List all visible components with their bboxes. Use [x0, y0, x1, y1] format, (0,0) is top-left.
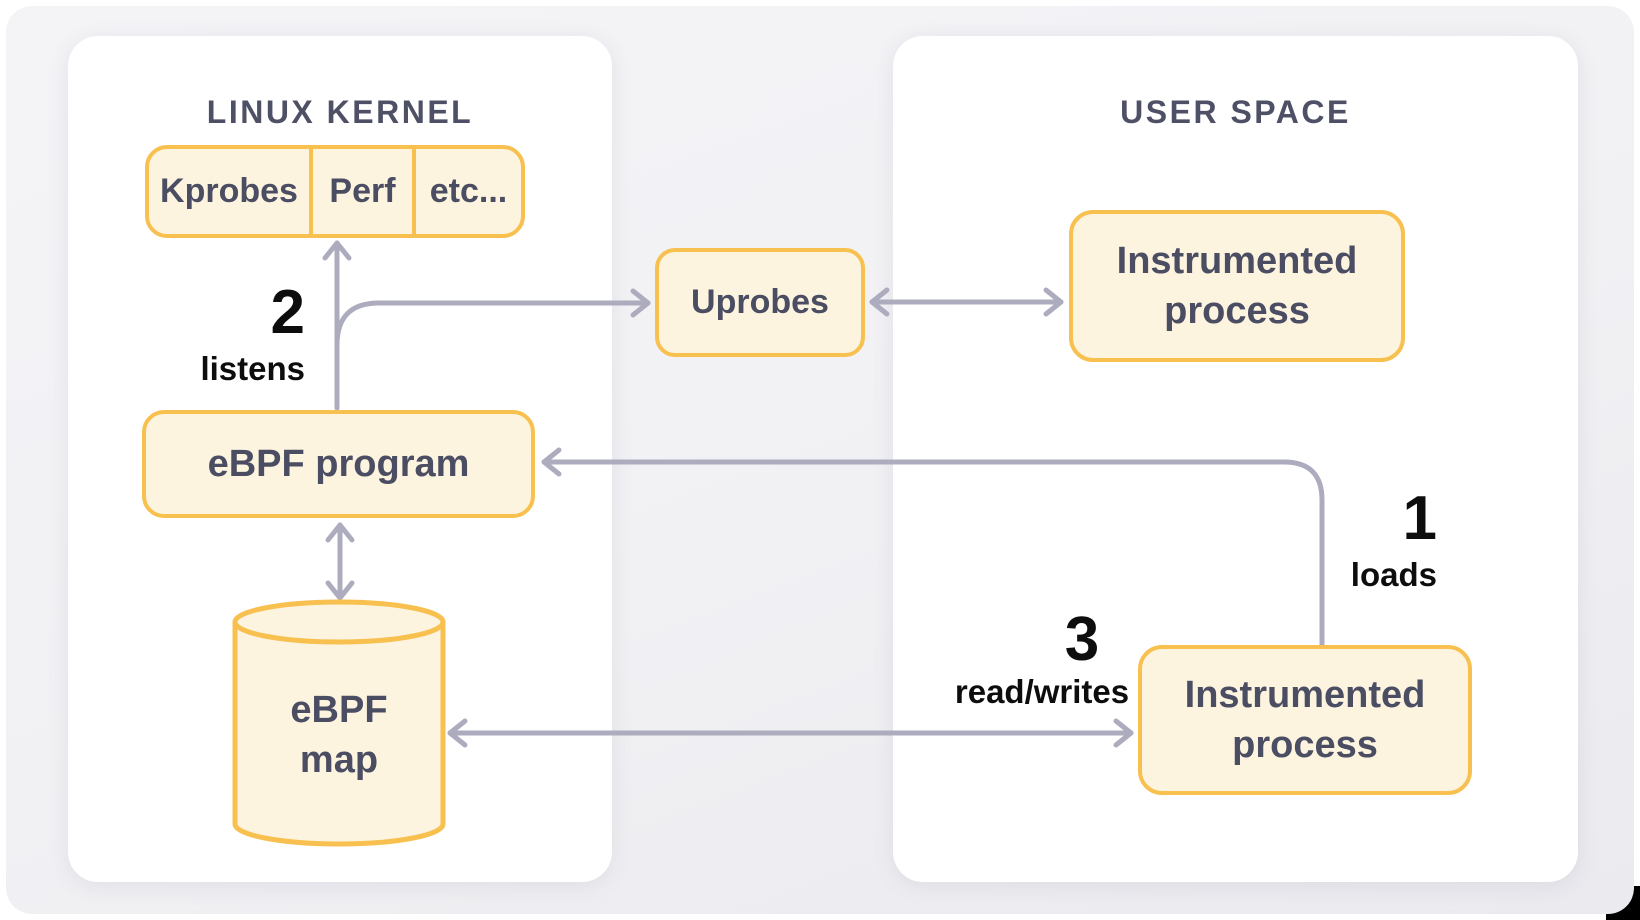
perf-cell: Perf	[309, 149, 412, 234]
step-3-text: read/writes	[954, 673, 1130, 710]
step-3-number: 3	[1064, 605, 1100, 674]
ebpf-map-label-line2: map	[299, 739, 379, 781]
etc-cell: etc...	[412, 149, 521, 234]
step-2-label: 2 listens	[200, 282, 305, 388]
linux-kernel-title: LINUX KERNEL	[206, 94, 474, 130]
instrumented-process-top-box: Instrumented process	[1069, 210, 1405, 362]
kprobes-cell: Kprobes	[160, 172, 298, 210]
step-2-text: listens	[200, 350, 305, 387]
step-1-text: loads	[1350, 556, 1437, 593]
step-2-number: 2	[270, 278, 305, 347]
ebpf-program-box: eBPF program	[142, 410, 535, 518]
uprobes-box: Uprobes	[655, 248, 865, 357]
user-space-title: USER SPACE	[1120, 94, 1351, 130]
ebpf-map-label: eBPF map	[235, 685, 443, 785]
ebpf-map-label-line1: eBPF	[290, 689, 388, 731]
instrumented-process-bottom-box: Instrumented process	[1138, 645, 1472, 795]
kernel-probe-sources-box: Kprobes Perf etc...	[145, 145, 525, 238]
step-1-label: 1 loads	[1351, 488, 1437, 594]
step-1-number: 1	[1402, 484, 1437, 553]
